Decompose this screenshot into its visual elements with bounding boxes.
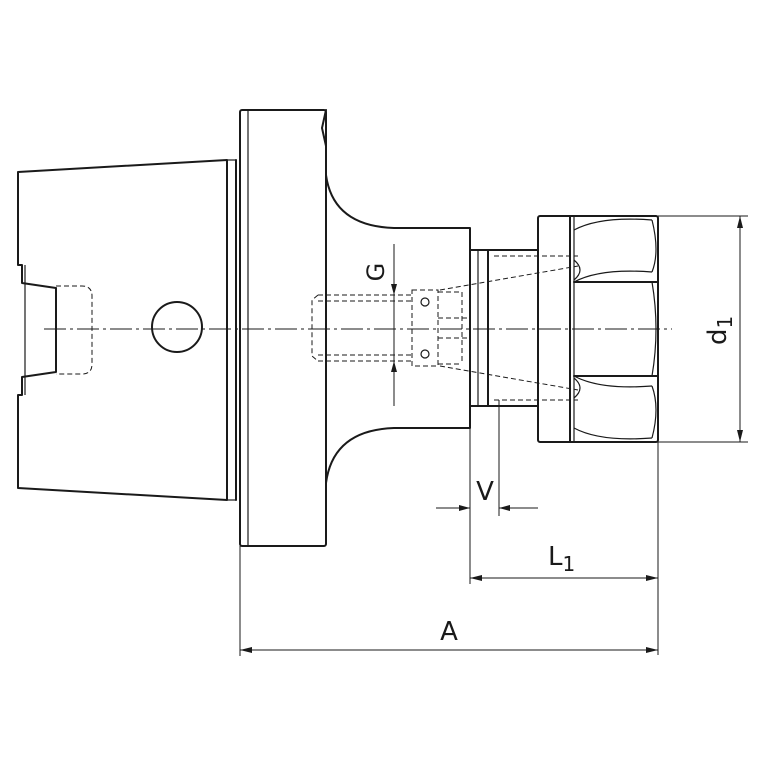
dimension-a (239, 546, 658, 656)
dimension-label-g: G (362, 263, 390, 282)
thread-bore-hidden (311, 289, 471, 367)
collet-taper-hidden (439, 255, 579, 401)
dimension-label-d1: d1 (703, 316, 737, 345)
dimension-label-v: V (476, 477, 494, 507)
dimension-label-l1: L1 (548, 542, 575, 576)
taper-shank (17, 159, 237, 501)
dimension-v (436, 400, 538, 584)
flange (239, 109, 327, 547)
dimension-d1 (658, 215, 748, 443)
cross-hole (151, 301, 203, 353)
dimension-l1 (470, 442, 659, 655)
dimension-label-l1-sub: 1 (563, 552, 576, 576)
dimension-label-l1-main: L (548, 542, 563, 572)
dimension-label-d1-main: d (703, 328, 733, 345)
dimension-g (391, 244, 397, 406)
dimension-label-d1-sub: 1 (713, 316, 737, 329)
dimension-label-a: A (440, 617, 458, 647)
drive-slot-hidden (56, 285, 93, 375)
